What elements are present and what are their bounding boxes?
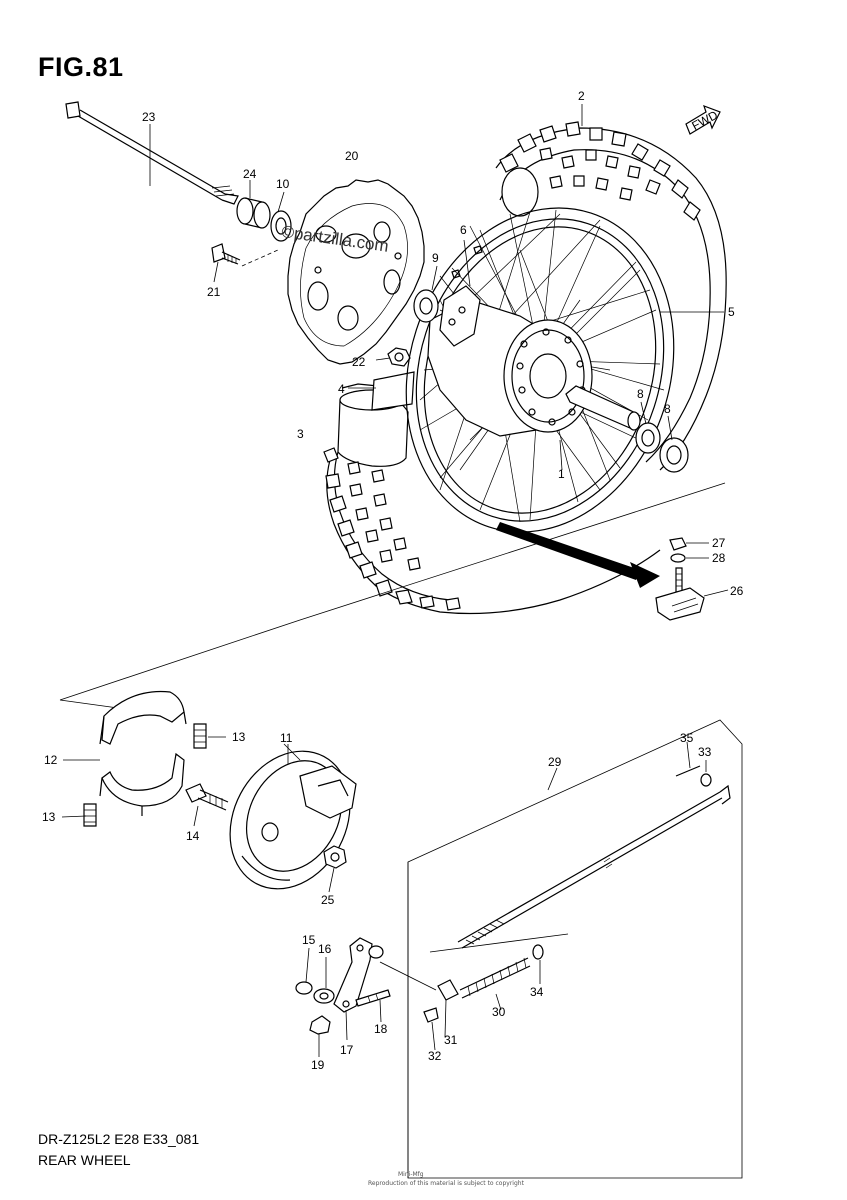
callout-4[interactable]: 4 (338, 382, 345, 396)
fwd-arrow: FWD (685, 104, 721, 135)
callout-14[interactable]: 14 (186, 829, 200, 843)
callout-15[interactable]: 15 (302, 933, 316, 947)
brake-shoes-drawing (83, 690, 207, 827)
section-name: REAR WHEEL (38, 1152, 131, 1168)
figure-title: FIG.81 (38, 52, 124, 82)
callouts: 1 2 3 4 5 6 8 8 9 10 11 12 13 13 14 15 1… (42, 89, 744, 1072)
callout-24[interactable]: 24 (243, 167, 257, 181)
brake-spring-bottom (83, 803, 97, 827)
callout-34[interactable]: 34 (530, 985, 544, 999)
callout-20[interactable]: 20 (345, 149, 359, 163)
callout-27[interactable]: 27 (712, 536, 726, 550)
brake-spring-top (193, 723, 207, 749)
callout-21[interactable]: 21 (207, 285, 221, 299)
hub-drawing (413, 285, 641, 437)
callout-2[interactable]: 2 (578, 89, 585, 103)
callout-13a[interactable]: 13 (232, 730, 246, 744)
fine-print-bottom: Reproduction of this material is subject… (368, 1180, 524, 1187)
brake-cam-lever-drawing (295, 937, 391, 1035)
front-tire-tread (323, 447, 461, 611)
callout-32[interactable]: 32 (428, 1049, 442, 1063)
collar-and-seal-drawing (236, 197, 292, 242)
brake-rod-box (379, 719, 743, 1179)
callout-25[interactable]: 25 (321, 893, 335, 907)
callout-10[interactable]: 10 (276, 177, 290, 191)
sprocket-bolt-drawing (211, 243, 279, 267)
rim-lock-drawing (496, 522, 705, 621)
callout-18[interactable]: 18 (374, 1022, 388, 1036)
leader-lines (61, 104, 729, 1057)
brake-panel-drawing (229, 750, 357, 890)
callout-26[interactable]: 26 (730, 584, 744, 598)
callout-33[interactable]: 33 (698, 745, 712, 759)
callout-5[interactable]: 5 (728, 305, 735, 319)
callout-30[interactable]: 30 (492, 1005, 506, 1019)
callout-3[interactable]: 3 (297, 427, 304, 441)
callout-22[interactable]: 22 (352, 355, 366, 369)
panel-nut-drawing (323, 845, 347, 869)
callout-23[interactable]: 23 (142, 110, 156, 124)
rear-tire-drawing (495, 121, 727, 471)
front-tire-drawing (323, 371, 661, 615)
callout-28[interactable]: 28 (712, 551, 726, 565)
callout-1[interactable]: 1 (558, 467, 565, 481)
callout-11[interactable]: 11 (280, 731, 293, 745)
callout-6[interactable]: 6 (460, 223, 467, 237)
sprocket-nut-drawing (387, 347, 411, 367)
callout-8a[interactable]: 8 (637, 387, 644, 401)
model-code: DR-Z125L2 E28 E33_081 (38, 1131, 200, 1147)
callout-31[interactable]: 31 (444, 1033, 458, 1047)
wheel-bearings-drawing (635, 422, 689, 473)
brake-cam-drawing (185, 783, 229, 811)
callout-12[interactable]: 12 (44, 753, 58, 767)
callout-17[interactable]: 17 (340, 1043, 354, 1057)
callout-19[interactable]: 19 (311, 1058, 325, 1072)
sprocket-drawing (287, 179, 425, 365)
callout-29[interactable]: 29 (548, 755, 562, 769)
callout-13b[interactable]: 13 (42, 810, 56, 824)
callout-35[interactable]: 35 (680, 731, 694, 745)
rear-tire-tread (499, 121, 701, 221)
callout-9[interactable]: 9 (432, 251, 439, 265)
callout-16[interactable]: 16 (318, 942, 332, 956)
callout-8b[interactable]: 8 (664, 402, 671, 416)
fine-print-top: Mini-Mfg (398, 1171, 424, 1178)
